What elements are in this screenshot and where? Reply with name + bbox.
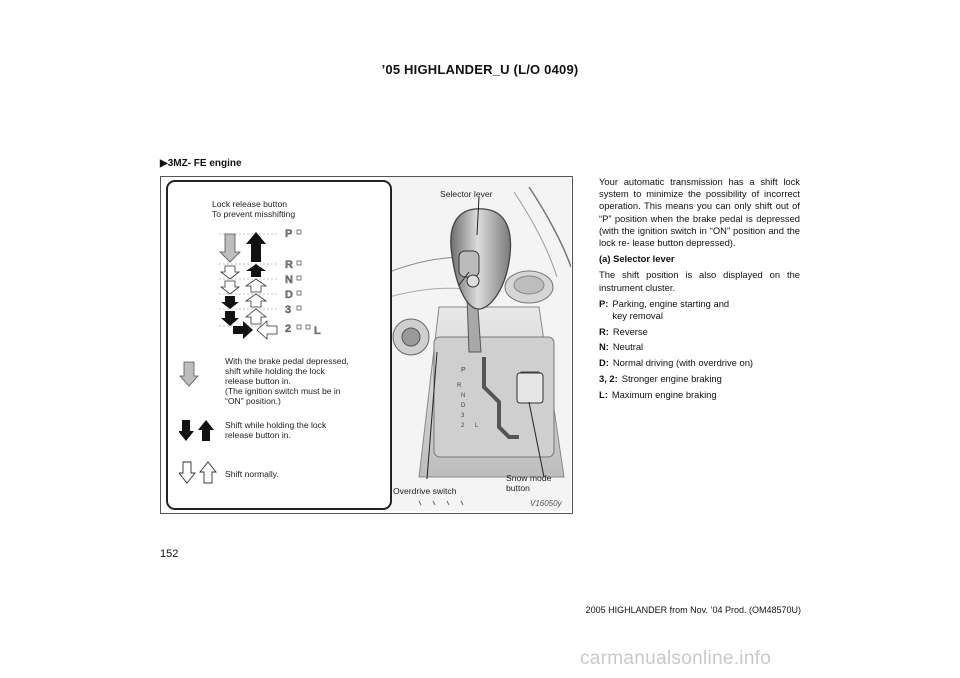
position-key: N: [599, 341, 609, 353]
triangle-marker-icon: ▶ [160, 158, 168, 169]
arrow-down-black-icon [221, 311, 239, 326]
gate-2-label: 2 [285, 323, 291, 335]
arrow-left-outline-icon [256, 320, 278, 340]
legend-normal-text: Shift normally. [225, 469, 279, 479]
prevent-misshift-label: To prevent misshifting [212, 209, 296, 219]
legend-panel [166, 180, 392, 510]
lock-release-label: Lock release button [212, 199, 288, 209]
arrow-up-outline-icon [244, 293, 268, 308]
arrow-down-outline-icon [219, 280, 241, 295]
arrow-up-black-icon [246, 232, 266, 262]
gate-p-label: P [285, 228, 292, 240]
position-desc: Reverse [612, 325, 648, 337]
position-desc: Stronger engine braking [621, 372, 722, 384]
page-number: 152 [160, 548, 179, 560]
svg-text:D: D [461, 403, 466, 409]
position-desc: Normal driving (with overdrive on) [612, 357, 754, 369]
gate-3-label: 3 [285, 304, 291, 316]
intro-paragraph: Your automatic transmission has a shift … [599, 176, 800, 249]
subheading-selector-lever: (a) Selector lever [599, 253, 675, 265]
arrow-down-up-outline-icon [179, 461, 217, 484]
legend-lock-text: Shift while holding the lock release but… [225, 420, 327, 440]
svg-text:N: N [461, 393, 465, 399]
position-key: P: [599, 297, 609, 309]
position-key: R: [599, 325, 609, 337]
svg-text:L: L [475, 423, 479, 429]
overdrive-switch-label: Overdrive switch [393, 486, 457, 496]
arrow-down-gray-icon [219, 233, 241, 263]
position-key: 3, 2: [599, 372, 618, 384]
arrow-right-black-icon [233, 321, 253, 339]
document-title: ’05 HIGHLANDER_U (L/O 0409) [381, 62, 579, 77]
svg-text:P: P [461, 367, 466, 374]
gate-r-label: R [285, 259, 293, 271]
position-desc: Neutral [612, 341, 644, 353]
list-item: P: Parking, engine starting and key remo… [599, 298, 800, 322]
svg-text:3: 3 [461, 413, 465, 419]
body-text-column: Your automatic transmission has a shift … [599, 176, 800, 404]
list-item: R: Reverse [599, 326, 800, 338]
gate-l-label: L [314, 325, 321, 337]
footer-text: 2005 HIGHLANDER from Nov. ’04 Prod. (OM4… [585, 605, 801, 615]
section-heading: ▶3MZ- FE engine [160, 158, 242, 169]
arrow-up-outline-icon [244, 278, 268, 293]
selector-lever-label: Selector lever [440, 189, 493, 199]
section-title: 3MZ- FE engine [167, 158, 242, 169]
list-item: N: Neutral [599, 341, 800, 353]
position-desc: Maximum engine braking [611, 388, 717, 400]
watermark-text: carmanualsonline.info [580, 648, 772, 669]
svg-text:2: 2 [461, 423, 465, 429]
svg-text:R: R [457, 383, 462, 389]
gate-d-label: D [285, 289, 293, 301]
legend-brake-text: With the brake pedal depressed, shift wh… [225, 356, 349, 406]
shift-pattern-diagram: P R N D 3 2 L [219, 228, 321, 340]
position-key: D: [599, 357, 609, 369]
arrow-up-black-icon [246, 264, 266, 277]
list-item: L: Maximum engine braking [599, 389, 800, 401]
arrow-up-outline-icon [244, 308, 268, 325]
list-item: 3, 2: Stronger engine braking [599, 373, 800, 385]
arrow-down-gray-icon [179, 361, 199, 387]
cluster-paragraph: The shift position is also displayed on … [599, 269, 800, 293]
position-key: L: [599, 388, 608, 400]
arrow-down-up-black-icon [179, 420, 214, 441]
selector-lever-photo: P R N D 3 2 L [389, 177, 571, 511]
snow-mode-label: Snow mode button [506, 473, 552, 493]
arrow-down-outline-icon [219, 265, 241, 280]
position-desc: Parking, engine starting and key removal [612, 297, 730, 322]
arrow-down-black-icon [221, 296, 239, 309]
gate-n-label: N [285, 274, 293, 286]
figure-code: V16050y [530, 499, 562, 508]
list-item: D: Normal driving (with overdrive on) [599, 357, 800, 369]
